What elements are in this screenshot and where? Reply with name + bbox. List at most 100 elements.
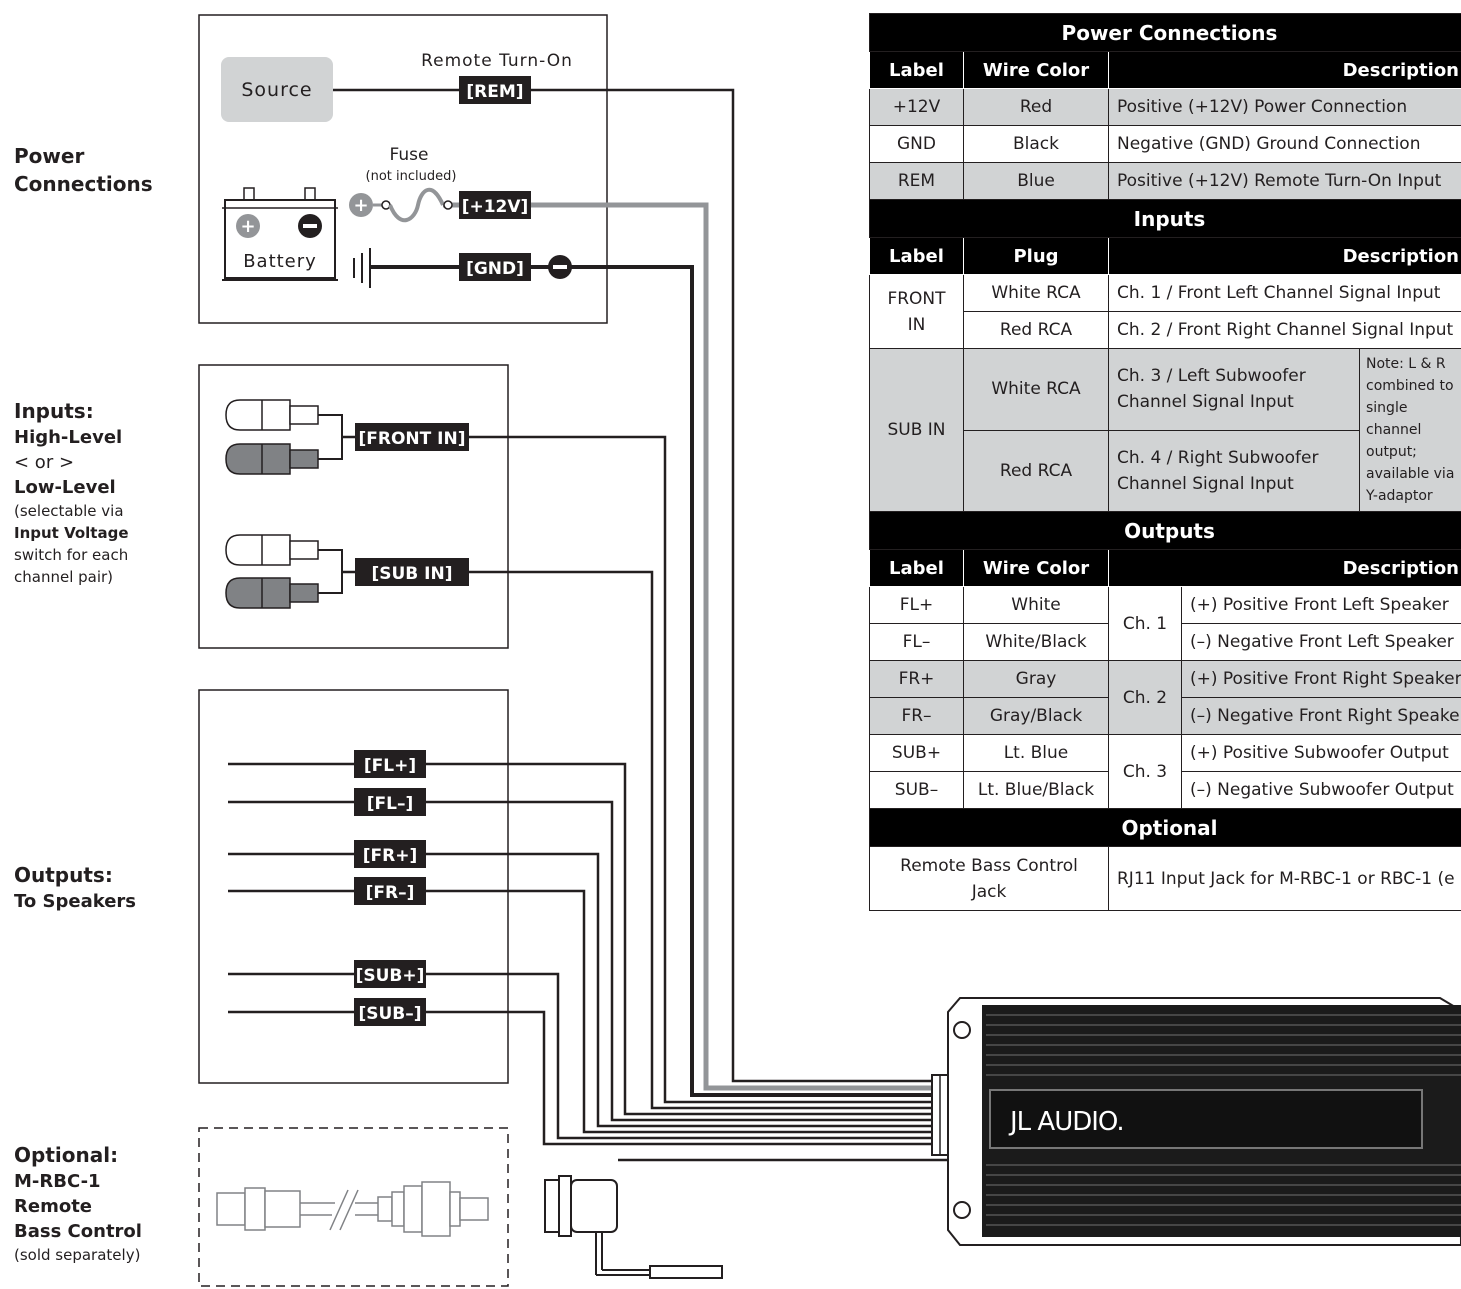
fuse-note: (not included) (366, 169, 457, 184)
row-desc: (+) Positive Front Left Speaker (1181, 586, 1461, 624)
fuse-contact-2 (443, 200, 453, 210)
row-desc: Ch. 1 / Front Left Channel Signal Input (1108, 274, 1461, 312)
table-row: FL+ White Ch. 1 (+) Positive Front Left … (869, 586, 1461, 661)
row-color: Red (963, 88, 1109, 126)
optional-box (198, 1127, 509, 1287)
optional-desc: RJ11 Input Jack for M-RBC-1 or RBC-1 (e (1108, 846, 1461, 911)
front-white-rca-icon (225, 399, 319, 431)
fuse-positive-terminal-icon (349, 193, 373, 217)
power-header-color: Wire Color (963, 51, 1109, 89)
table-row: +12V Red Positive (+12V) Power Connectio… (869, 88, 1461, 126)
sub-minus-tag-text: [SUB–] (358, 1004, 421, 1024)
row-color: Gray/Black (963, 697, 1109, 735)
table-row: GND Black Negative (GND) Ground Connecti… (869, 125, 1461, 163)
channel-cell: Ch. 3 (1108, 734, 1182, 809)
table-row: FRONT IN White RCA Ch. 1 / Front Left Ch… (869, 274, 1461, 349)
front-in-label: FRONT IN (869, 274, 964, 349)
connection-table: Power Connections Label Wire Color Descr… (869, 13, 1461, 911)
fl-plus-tag (354, 750, 426, 778)
plus12v-tag (459, 191, 531, 219)
row-color: White (963, 586, 1109, 624)
outputs-header-label: Label (869, 549, 964, 587)
plus-sign-icon: + (240, 216, 255, 237)
row-desc: (–) Negative Front Right Speaker (1181, 697, 1461, 735)
gnd-tag (459, 253, 531, 281)
optional-caption: Optional: M-RBC-1 Remote Bass Control (s… (14, 1143, 142, 1264)
fl-minus-wire (228, 800, 935, 1122)
power-header-desc: Description (1108, 51, 1461, 89)
inputs-table-title: Inputs (869, 199, 1461, 238)
row-label: REM (869, 162, 964, 200)
inputs-box (198, 364, 509, 649)
inputs-caption: Inputs: High-Level < or > Low-Level (sel… (14, 399, 129, 586)
row-color: Lt. Blue (963, 734, 1109, 772)
fr-plus-tag-text: [FR+] (363, 846, 418, 866)
fl-minus-tag-text: [FL–] (367, 794, 413, 814)
row-desc: (+) Positive Front Right Speaker (1181, 660, 1461, 698)
row-color: Blue (963, 162, 1109, 200)
row-label: FL+ (869, 586, 964, 624)
minus-sign-icon (553, 265, 567, 269)
battery-positive-icon (236, 214, 260, 238)
outputs-header-color: Wire Color (963, 549, 1109, 587)
power-header-label: Label (869, 51, 964, 89)
plus-sign-icon: + (353, 195, 368, 216)
sub-minus-tag (354, 998, 426, 1026)
sub-red-rca-icon (225, 577, 319, 609)
table-row: Remote Bass Control Jack RJ11 Input Jack… (869, 846, 1461, 911)
row-color: Gray (963, 660, 1109, 698)
source-box (221, 57, 333, 122)
optional-label: Remote Bass Control Jack (869, 846, 1109, 911)
table-row: FR+ Gray Ch. 2 (+) Positive Front Right … (869, 660, 1461, 735)
sub-plus-tag-text: [SUB+] (356, 966, 425, 986)
minus-sign-icon (303, 224, 317, 228)
plus12v-tag-text: [+12V] (462, 197, 529, 217)
row-plug: Red RCA (963, 311, 1109, 349)
fuse-icon (388, 188, 445, 222)
row-desc: Positive (+12V) Power Connection (1108, 88, 1461, 126)
row-label: FR– (869, 697, 964, 735)
battery-post-icon (304, 187, 316, 201)
row-desc: (+) Positive Subwoofer Output (1181, 734, 1461, 772)
battery-label: Battery (243, 251, 317, 272)
rbc-cable-icon (216, 1181, 489, 1237)
plus12v-wire (443, 202, 935, 1091)
row-desc: (–) Negative Front Left Speaker (1181, 623, 1461, 661)
row-desc: Ch. 2 / Front Right Channel Signal Input (1108, 311, 1461, 349)
inputs-header-plug: Plug (963, 237, 1109, 275)
channel-cell: Ch. 2 (1108, 660, 1182, 735)
row-color: White/Black (963, 623, 1109, 661)
source-label: Source (241, 79, 312, 101)
fr-minus-tag (354, 877, 426, 905)
outputs-table-title: Outputs (869, 511, 1461, 550)
row-label: FL– (869, 623, 964, 661)
table-row: FR– Gray/Black (–) Negative Front Right … (869, 697, 1461, 735)
sub-in-wire (342, 570, 935, 1110)
sub-plus-tag (354, 960, 426, 988)
row-plug: White RCA (963, 348, 1109, 431)
sub-in-tag (355, 558, 469, 586)
row-color: Lt. Blue/Black (963, 771, 1109, 809)
fuse-label: Fuse (390, 145, 429, 165)
sub-white-rca-icon (225, 534, 319, 566)
row-desc: Negative (GND) Ground Connection (1108, 125, 1461, 163)
power-table-title: Power Connections (869, 13, 1461, 52)
battery-icon (224, 199, 336, 279)
front-red-rca-icon (225, 443, 319, 475)
rbc-jack-icon (544, 1175, 723, 1279)
fl-minus-tag (354, 788, 426, 816)
sub-in-label: SUB IN (869, 348, 964, 512)
table-row: SUB– Lt. Blue/Black (–) Negative Subwoof… (869, 771, 1461, 809)
row-label: GND (869, 125, 964, 163)
outputs-caption: Outputs: To Speakers (14, 863, 137, 912)
front-in-tag (355, 423, 469, 451)
fr-plus-wire (228, 852, 935, 1128)
row-color: Black (963, 125, 1109, 163)
row-label: SUB– (869, 771, 964, 809)
brand-logo: JL AUDIO. (1008, 1107, 1124, 1137)
sub-y-junction (318, 549, 343, 594)
front-in-tag-text: [FRONT IN] (359, 429, 466, 449)
fr-plus-tag (354, 840, 426, 868)
sub-in-note: Note: L & R combined to single channel o… (1359, 348, 1461, 512)
